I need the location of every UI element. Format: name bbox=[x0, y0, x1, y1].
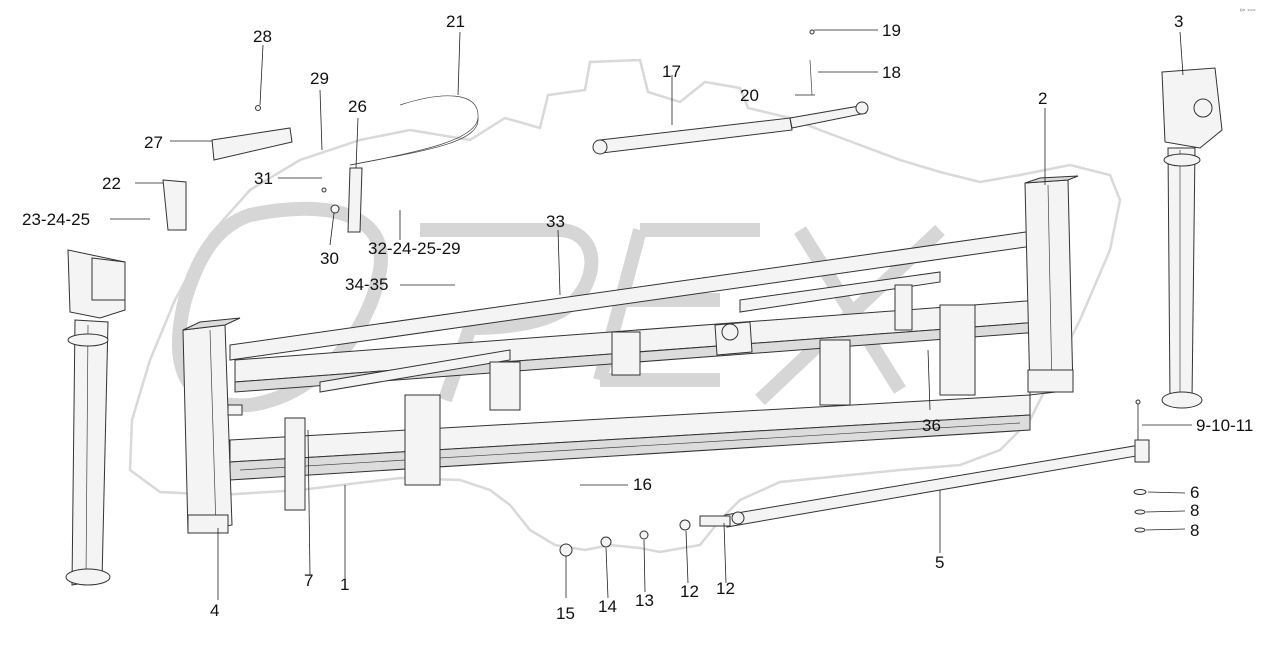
corner-mark: º° °°° bbox=[1240, 8, 1256, 16]
callout-33: 33 bbox=[546, 212, 565, 231]
shaft bbox=[559, 439, 1150, 557]
callout-29: 29 bbox=[310, 69, 329, 88]
callout-20: 20 bbox=[740, 86, 759, 105]
column-left-front bbox=[182, 317, 243, 534]
callout-22: 22 bbox=[102, 174, 121, 193]
hydraulic-cylinder bbox=[592, 29, 869, 155]
callout-23-24-25: 23-24-25 bbox=[22, 210, 90, 229]
watermark-gear bbox=[128, 58, 1122, 554]
callout-15: 15 bbox=[556, 604, 575, 623]
callout-1: 1 bbox=[340, 575, 349, 594]
callout-13: 13 bbox=[635, 591, 654, 610]
callout-17: 17 bbox=[662, 62, 681, 81]
callout-16: 16 bbox=[633, 475, 652, 494]
callout-6: 6 bbox=[1190, 483, 1199, 502]
callout-3: 3 bbox=[1174, 12, 1183, 31]
callout-12a: 12 bbox=[680, 582, 699, 601]
small-brackets bbox=[91, 105, 363, 301]
callout-14: 14 bbox=[598, 597, 617, 616]
callout-19: 19 bbox=[882, 21, 901, 40]
hose bbox=[349, 95, 479, 166]
callout-7: 7 bbox=[304, 571, 313, 590]
callout-34-35: 34-35 bbox=[345, 275, 388, 294]
callout-5: 5 bbox=[935, 553, 944, 572]
callout-8b: 8 bbox=[1190, 521, 1199, 540]
leader-lines bbox=[110, 29, 1192, 600]
callout-31: 31 bbox=[254, 169, 273, 188]
callout-2: 2 bbox=[1038, 89, 1047, 108]
column-right-rear bbox=[1161, 67, 1223, 409]
callout-12b: 12 bbox=[716, 579, 735, 598]
callout-30: 30 bbox=[320, 249, 339, 268]
callout-8a: 8 bbox=[1190, 501, 1199, 520]
callout-labels: 1 2 3 4 5 6 7 8 8 9-10-11 12 12 13 14 15… bbox=[22, 8, 1256, 623]
column-right-front bbox=[1024, 175, 1079, 396]
main-beam bbox=[229, 229, 1041, 511]
callout-26: 26 bbox=[348, 97, 367, 116]
callout-21: 21 bbox=[446, 12, 465, 31]
callout-4: 4 bbox=[210, 601, 219, 620]
callout-27: 27 bbox=[144, 133, 163, 152]
callout-18: 18 bbox=[882, 63, 901, 82]
callout-28: 28 bbox=[253, 27, 272, 46]
callout-36: 36 bbox=[922, 416, 941, 435]
callout-32-24-25-29: 32-24-25-29 bbox=[368, 239, 461, 258]
callout-9-10-11: 9-10-11 bbox=[1196, 416, 1253, 435]
right-washers bbox=[1133, 399, 1147, 533]
